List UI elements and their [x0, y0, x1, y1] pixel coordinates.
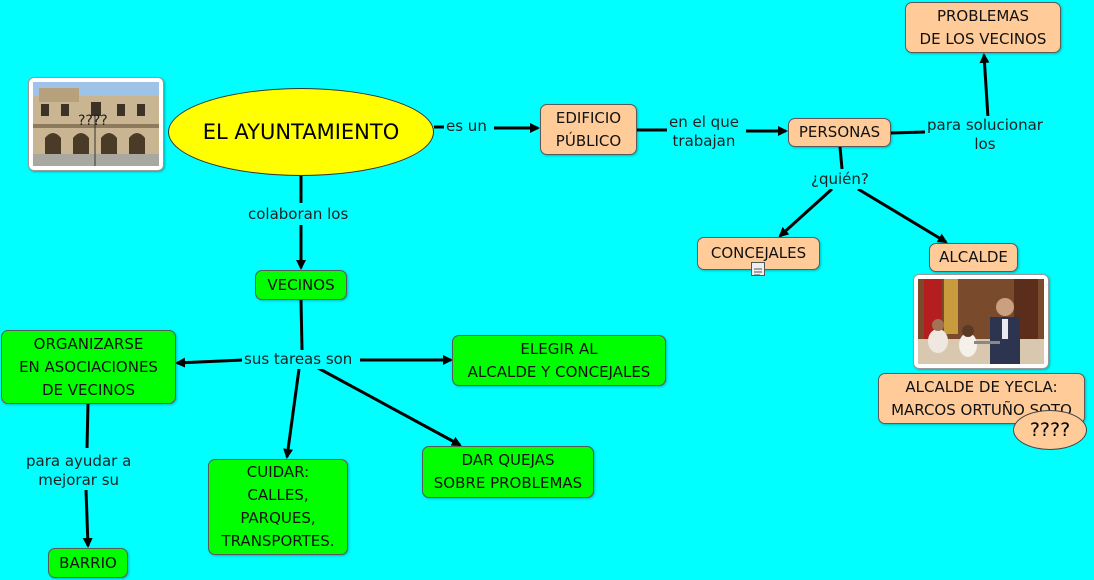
- photo-question-label: ????: [78, 113, 108, 129]
- edge-personas-quien: [840, 147, 842, 169]
- link-label-sus-tareas: sus tareas son: [242, 350, 354, 369]
- edge-tareas-organizarse: [177, 360, 243, 363]
- node-alcalde[interactable]: ALCALDE: [929, 243, 1018, 272]
- node-personas[interactable]: PERSONAS: [788, 118, 891, 147]
- node-vecinos[interactable]: VECINOS: [255, 270, 347, 300]
- node-cuidar[interactable]: CUIDAR: CALLES, PARQUES, TRANSPORTES.: [208, 459, 348, 555]
- alcalde-question-text: ????: [1030, 419, 1070, 441]
- edge-parasol-problemas: [984, 55, 988, 118]
- link-label-quien: ¿quién?: [809, 170, 871, 189]
- edge-personas-parasol: [891, 132, 925, 133]
- node-dar-quejas[interactable]: DAR QUEJAS SOBRE PROBLEMAS: [422, 446, 594, 498]
- alcalde-question-bubble[interactable]: ????: [1013, 410, 1087, 450]
- edge-quien-concejales: [780, 189, 832, 236]
- mayor-photo: [913, 274, 1049, 369]
- link-label-es-un: es un: [444, 117, 489, 136]
- edge-ayudar-barrio: [86, 490, 88, 546]
- node-problemas-vecinos[interactable]: PROBLEMAS DE LOS VECINOS: [905, 2, 1061, 53]
- node-barrio[interactable]: BARRIO: [48, 548, 128, 578]
- node-edificio-publico[interactable]: EDIFICIO PÚBLICO: [540, 104, 637, 155]
- edge-tareas-cuidar: [287, 369, 299, 457]
- main-concept-ayuntamiento[interactable]: EL AYUNTAMIENTO: [168, 88, 434, 176]
- edge-tareas-quejas: [318, 368, 460, 445]
- edge-quien-alcalde: [858, 189, 946, 242]
- edge-vecinos-tareas: [301, 300, 302, 350]
- link-label-para-solucionar: para solucionar los: [925, 116, 1045, 154]
- main-concept-label: EL AYUNTAMIENTO: [203, 120, 400, 144]
- link-label-para-ayudar: para ayudar a mejorar su: [24, 452, 133, 490]
- node-organizarse[interactable]: ORGANIZARSE EN ASOCIACIONES DE VECINOS: [1, 330, 176, 404]
- note-icon[interactable]: [751, 262, 765, 276]
- link-label-colaboran: colaboran los: [246, 205, 350, 224]
- node-elegir[interactable]: ELEGIR AL ALCALDE Y CONCEJALES: [452, 335, 666, 386]
- mayor-image: [918, 279, 1044, 364]
- edge-organizarse-ayudar: [87, 404, 88, 448]
- link-label-en-el-que: en el que trabajan: [667, 113, 741, 151]
